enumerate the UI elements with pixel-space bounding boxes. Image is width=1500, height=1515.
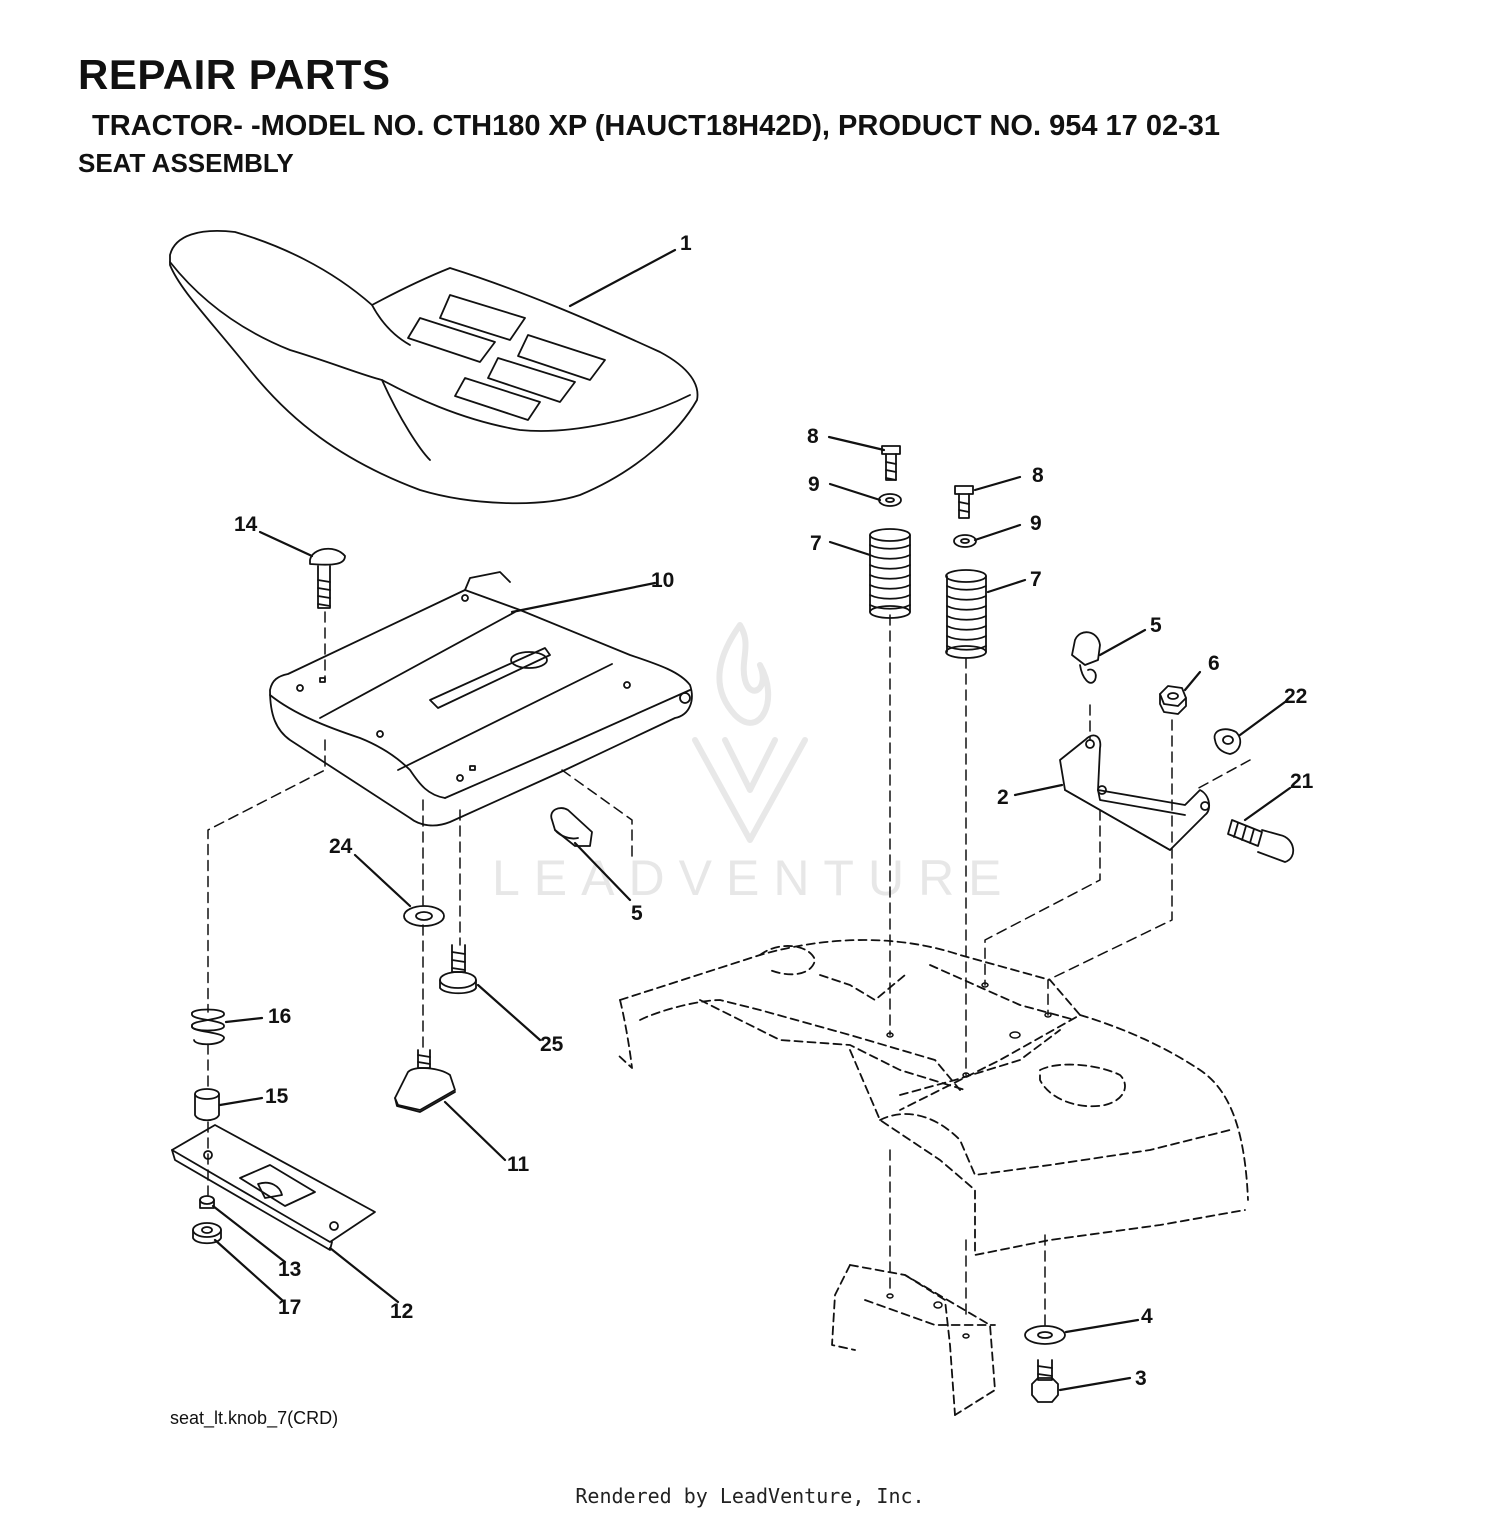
leader-lines bbox=[211, 248, 1292, 1392]
callout-8-right: 8 bbox=[1032, 464, 1044, 487]
alignment-lines bbox=[207, 611, 1251, 1326]
washer-part-4 bbox=[1024, 1325, 1066, 1345]
callout-21: 21 bbox=[1290, 770, 1314, 793]
nut-part-22 bbox=[1213, 728, 1242, 755]
washer-part-24 bbox=[403, 905, 445, 927]
callout-7-left: 7 bbox=[810, 532, 822, 555]
bolt-part-8-right bbox=[954, 485, 974, 519]
washer-part-9-right bbox=[953, 534, 977, 548]
model-subtitle: TRACTOR- -MODEL NO. CTH180 XP (HAUCT18H4… bbox=[92, 110, 1221, 142]
callout-13: 13 bbox=[278, 1258, 301, 1281]
spring-part-7-right bbox=[945, 569, 987, 659]
callout-5-left: 5 bbox=[631, 902, 643, 925]
callout-7-right: 7 bbox=[1030, 568, 1042, 591]
spacer-part-15 bbox=[194, 1088, 220, 1122]
callout-6: 6 bbox=[1208, 652, 1220, 675]
callout-10: 10 bbox=[651, 569, 674, 592]
diagram-file-reference: seat_lt.knob_7(CRD) bbox=[170, 1408, 339, 1428]
bolt-part-3 bbox=[1031, 1359, 1059, 1403]
callout-2: 2 bbox=[997, 786, 1009, 809]
shoulder-bolt-part-25 bbox=[439, 944, 477, 995]
callout-17: 17 bbox=[278, 1296, 301, 1319]
frame-holes bbox=[886, 982, 1052, 1339]
callout-9-right: 9 bbox=[1030, 512, 1042, 535]
callout-11: 11 bbox=[507, 1153, 530, 1176]
tractor-body-outline bbox=[617, 939, 1249, 1416]
clip-part-5-left bbox=[550, 807, 593, 847]
callout-12: 12 bbox=[390, 1300, 413, 1323]
callout-16: 16 bbox=[268, 1005, 291, 1028]
seat-pan-part bbox=[269, 571, 693, 827]
bolt-part-21 bbox=[1227, 819, 1294, 863]
callout-14: 14 bbox=[234, 513, 258, 536]
callout-24: 24 bbox=[329, 835, 353, 858]
nut-part-6 bbox=[1159, 685, 1187, 715]
watermark-text: LEADVENTURE bbox=[492, 850, 1016, 906]
callout-25: 25 bbox=[540, 1033, 564, 1056]
spring-part-16 bbox=[191, 1008, 225, 1046]
slide-bracket-part bbox=[171, 1124, 376, 1251]
bracket-part-2 bbox=[1059, 734, 1211, 851]
knob-part-11 bbox=[394, 1049, 456, 1113]
callout-15: 15 bbox=[265, 1085, 289, 1108]
callout-3: 3 bbox=[1135, 1367, 1147, 1390]
clip-part-5-right bbox=[1071, 631, 1101, 684]
washer-part-9-left bbox=[878, 493, 902, 507]
page-title: REPAIR PARTS bbox=[78, 51, 391, 98]
seat-part bbox=[169, 230, 699, 505]
callout-8-left: 8 bbox=[807, 425, 819, 448]
carriage-bolt-part bbox=[309, 547, 346, 609]
callout-5-right: 5 bbox=[1150, 614, 1162, 637]
watermark-logo-icon bbox=[692, 622, 808, 843]
bolt-part-8-left bbox=[881, 445, 901, 481]
callout-1: 1 bbox=[680, 232, 692, 255]
callout-4: 4 bbox=[1141, 1305, 1153, 1328]
flange-nut-part-17 bbox=[192, 1222, 222, 1245]
footer-credit: Rendered by LeadVenture, Inc. bbox=[575, 1484, 925, 1508]
nut-part-13 bbox=[199, 1195, 215, 1209]
spring-part-7-left bbox=[869, 528, 911, 619]
callout-22: 22 bbox=[1284, 685, 1307, 708]
callout-9-left: 9 bbox=[808, 473, 820, 496]
section-title: SEAT ASSEMBLY bbox=[78, 148, 294, 178]
callout-labels: 1 8 9 7 8 9 7 10 14 5 6 22 21 2 5 24 25 … bbox=[234, 232, 1314, 1390]
